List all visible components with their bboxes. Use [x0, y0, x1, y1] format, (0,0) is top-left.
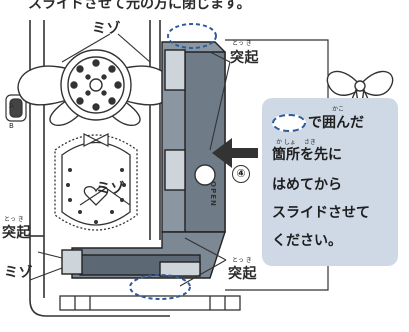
instruction-line-5: ください。 — [272, 233, 342, 249]
ribbon-bow-icon — [326, 70, 394, 110]
instruction-line-2: 箇所を先に — [272, 147, 342, 163]
instruction-line-3: はめてから — [272, 177, 342, 193]
open-label: OPEN — [208, 181, 217, 207]
tab-ruby-left: とっ き — [4, 216, 24, 223]
dashed-oval-icon — [272, 114, 306, 132]
instruction-ruby-2: か しょ さき — [276, 139, 316, 146]
arrow-left-icon — [212, 138, 258, 168]
jewel-icon — [60, 49, 132, 121]
pointer-lines — [29, 33, 231, 287]
tab-label-bottom: 突起 — [228, 266, 257, 282]
instruction-ruby-1: かこ — [332, 106, 345, 113]
instruction-line-1-text: で囲んだ — [308, 115, 364, 131]
tab-label-top: 突起 — [230, 50, 259, 66]
switch-label-b: B — [9, 122, 14, 130]
instruction-line-1: で囲んだ — [272, 112, 364, 132]
dashed-oval-icon — [129, 274, 191, 300]
tab-label-left: 突起 — [2, 225, 31, 241]
crest-panel — [54, 134, 138, 231]
dashed-oval-icon — [167, 23, 217, 49]
instruction-panel: かこ で囲んだ か しょ さき 箇所を先に はめてから スライドさせて ください… — [262, 98, 398, 266]
instruction-line-4: スライドさせて — [272, 205, 370, 221]
tab-ruby-bottom: とっ き — [232, 257, 252, 264]
small-bow-icon — [83, 133, 109, 147]
switch-icon — [5, 94, 27, 122]
header-partial-text: スライドさせて元の方に閉じます。 — [28, 0, 251, 12]
tab-ruby-top: とっ き — [232, 40, 252, 47]
crest-dots — [66, 168, 126, 224]
groove-label-bottom: ミゾ — [4, 265, 33, 281]
switch-label-a: A — [9, 102, 14, 110]
cover-piece — [61, 41, 226, 279]
groove-label-mid: ミゾ — [96, 181, 125, 197]
groove-label-top: ミゾ — [92, 21, 121, 37]
device-body — [29, 20, 170, 317]
step-number-badge: ④ — [232, 165, 250, 183]
stand — [59, 295, 241, 311]
